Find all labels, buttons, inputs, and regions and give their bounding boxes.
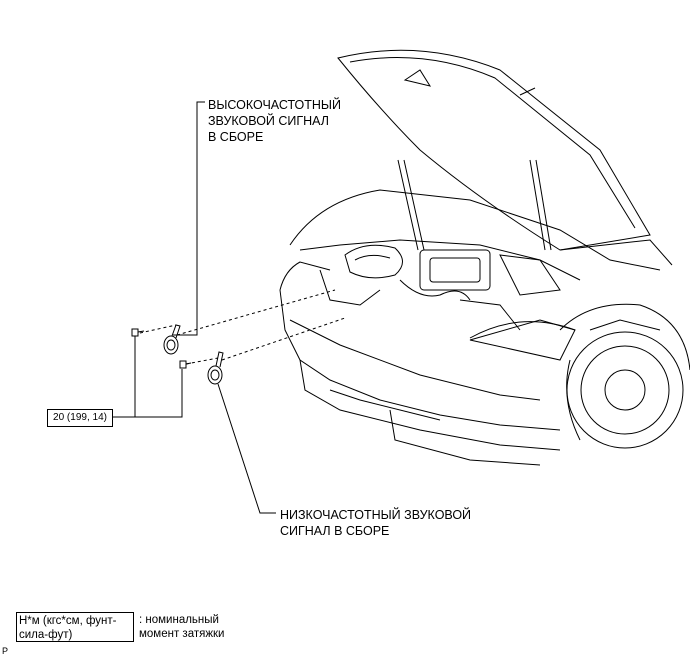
front-wheel — [559, 303, 690, 449]
hood-strut-right — [529, 159, 546, 251]
high-frequency-horn-label: ВЫСОКОЧАСТОТНЫЙ ЗВУКОВОЙ СИГНАЛ В СБОРЕ — [208, 98, 341, 144]
leader-torque — [112, 336, 136, 418]
hood-strut-left — [397, 159, 419, 251]
front-bumper — [279, 261, 661, 466]
hood — [337, 49, 673, 266]
leader-low-horn — [217, 383, 276, 514]
torque-spec-box: 20 (199, 14) — [47, 409, 113, 427]
install-lines — [139, 289, 346, 365]
high-horn — [163, 324, 181, 355]
figure-id: P — [2, 646, 9, 656]
bolt-lower — [179, 360, 192, 369]
engine-compartment — [289, 189, 661, 331]
legend-unit-box: Н*м (кгс*см, фунт- сила-фут) — [16, 612, 134, 642]
low-horn — [207, 351, 224, 385]
low-frequency-horn-label: НИЗКОЧАСТОТНЫЙ ЗВУКОВОЙ СИГНАЛ В СБОРЕ — [280, 508, 472, 538]
leader-high-horn — [173, 101, 205, 336]
legend-description: : номинальный момент затяжки — [139, 614, 225, 640]
